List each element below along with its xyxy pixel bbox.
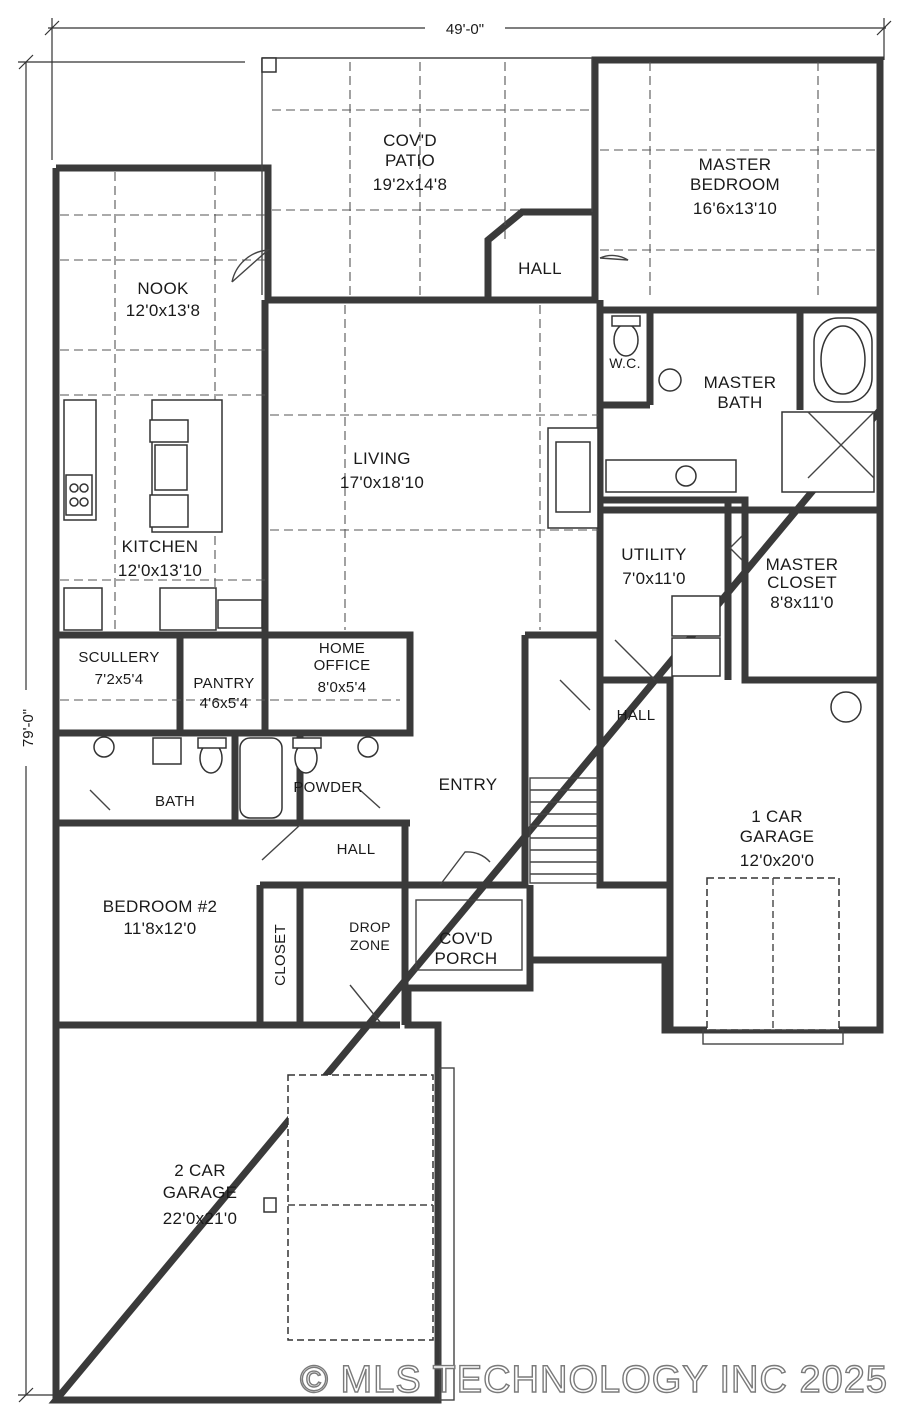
pantry-size: 4'6x5'4 [200, 695, 249, 712]
watermark: © MLS TECHNOLOGY INC 2025 [300, 1359, 888, 1401]
interior-walls [56, 212, 880, 1030]
water-heater [830, 691, 862, 723]
master-bedroom-label: MASTER [699, 155, 772, 174]
garage2-label: 2 CAR [174, 1161, 226, 1180]
garage2-label: GARAGE [163, 1183, 238, 1202]
powder-label: POWDER [293, 779, 362, 796]
patio-label: PATIO [385, 151, 435, 170]
bath-sink [93, 736, 115, 758]
hall-label: HALL [518, 259, 562, 278]
island-stool [149, 494, 189, 528]
master-bedroom-size: 16'6x13'10 [693, 199, 777, 218]
home-office-label: OFFICE [314, 657, 371, 674]
island-sink [154, 444, 188, 491]
bathtub [239, 737, 283, 819]
vanity [605, 459, 737, 493]
living-label: LIVING [353, 449, 411, 468]
garage1-label: GARAGE [740, 827, 815, 846]
home-office-label: HOME [319, 640, 365, 657]
depth-dimension-label: 79'-0" [20, 709, 37, 747]
porch-outline [415, 899, 523, 971]
nook-label: NOOK [137, 279, 189, 298]
powder-sink [357, 736, 379, 758]
living-size: 17'0x18'10 [340, 473, 424, 492]
hall-label: HALL [337, 841, 376, 858]
refrigerator [63, 587, 103, 631]
patio-label: COV'D [383, 131, 437, 150]
wc-label: W.C. [609, 355, 641, 371]
pantry-label: PANTRY [193, 675, 254, 692]
garage1-label: 1 CAR [751, 807, 803, 826]
bedroom2-label: BEDROOM #2 [103, 897, 217, 916]
scullery-label: SCULLERY [78, 649, 159, 666]
room-labels: COV'D PATIO 19'2x14'8 MASTER BEDROOM 16'… [78, 131, 838, 1228]
master-bath-label: MASTER [704, 373, 777, 392]
range-cooktop [65, 474, 93, 516]
exterior-walls [48, 56, 884, 1404]
width-dimension-label: 49'-0" [446, 21, 484, 38]
entry-label: ENTRY [439, 775, 498, 794]
washer [671, 595, 721, 637]
kitchen-size: 12'0x13'10 [118, 561, 202, 580]
master-closet-label: CLOSET [767, 573, 837, 592]
patio-size: 19'2x14'8 [373, 175, 447, 194]
closet-label: CLOSET [272, 924, 289, 986]
master-sink [658, 368, 682, 392]
porch-label: PORCH [435, 949, 498, 968]
width-dimension: 49'-0" [44, 16, 892, 160]
utility-label: UTILITY [621, 545, 686, 564]
home-office-size: 8'0x5'4 [318, 679, 367, 696]
garage-door-2car [287, 1074, 434, 1341]
garage1-size: 12'0x20'0 [740, 851, 814, 870]
bath-label: BATH [155, 793, 195, 810]
stairs [529, 777, 599, 884]
porch-label: COV'D [439, 929, 493, 948]
toilet-icon [613, 323, 639, 357]
ceiling-lines [60, 62, 878, 701]
master-bath-label: BATH [717, 393, 762, 412]
shower [781, 411, 875, 493]
nook-size: 12'0x13'8 [126, 301, 200, 320]
dryer [671, 637, 721, 677]
drop-zone-label: ZONE [350, 937, 390, 953]
master-closet-label: MASTER [766, 555, 839, 574]
bedroom2-size: 11'8x12'0 [123, 919, 196, 938]
scullery-size: 7'2x5'4 [95, 671, 144, 688]
drop-zone-label: DROP [349, 919, 391, 935]
fixtures [63, 249, 875, 1401]
utility-size: 7'0x11'0 [622, 569, 685, 588]
kitchen-label: KITCHEN [122, 537, 199, 556]
kitchen-appliance [159, 587, 217, 631]
garage2-size: 22'0x21'0 [163, 1209, 237, 1228]
master-closet-size: 8'8x11'0 [770, 593, 833, 612]
island-stool [149, 419, 189, 443]
hall-label: HALL [617, 707, 656, 724]
master-bedroom-label: BEDROOM [690, 175, 780, 194]
depth-dimension: 79'-0" [14, 54, 245, 1403]
